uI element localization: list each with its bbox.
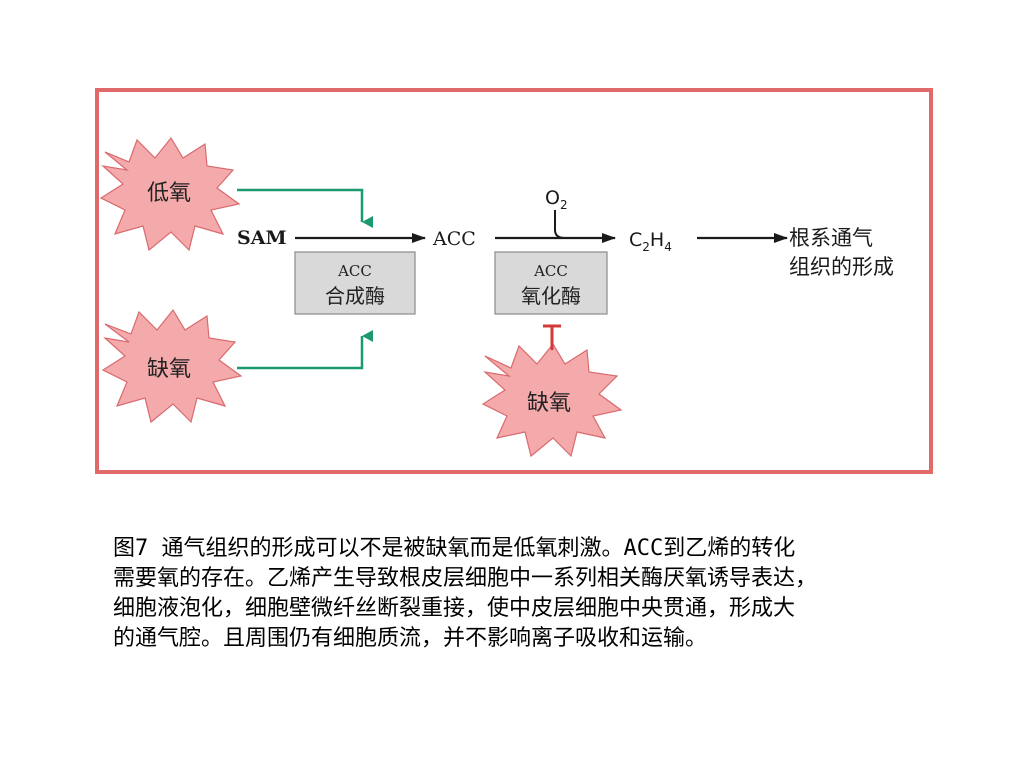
hypoxia-burst-shape: [99, 136, 241, 252]
acc-label: ACC: [432, 228, 476, 250]
anoxia-left-label: 缺氧: [147, 357, 191, 382]
figure-frame: 低氧 缺氧 缺氧 SAM ACC O2 C2H4 根系通气 组织的形成: [95, 88, 933, 474]
anoxia-promote-arrow: [237, 330, 373, 370]
anoxia-right-label: 缺氧: [527, 391, 571, 416]
anoxia-burst-left: 缺氧: [101, 308, 243, 424]
sam-label: SAM: [237, 227, 287, 249]
figure-caption: 图7 通气组织的形成可以不是被缺氧而是低氧刺激。ACC到乙烯的转化 需要氧的存在…: [113, 536, 818, 651]
result-line1: 根系通气: [789, 226, 873, 250]
oxidase-line2: 氧化酶: [521, 284, 581, 308]
anoxia-burst-left-shape: [101, 308, 243, 424]
ethylene-label: C2H4: [629, 229, 672, 254]
result-line2: 组织的形成: [789, 255, 894, 279]
hypoxia-promote-arrow: [237, 188, 373, 228]
ethylene-pathway-diagram: 低氧 缺氧 缺氧 SAM ACC O2 C2H4 根系通气 组织的形成: [99, 136, 894, 458]
synthase-line1: ACC: [337, 262, 372, 280]
acc-synthase-box: ACC 合成酶: [294, 251, 416, 315]
synthase-line2: 合成酶: [325, 284, 385, 308]
hypoxia-label: 低氧: [147, 181, 191, 206]
o2-label: O2: [545, 187, 568, 212]
o2-input-hook: [554, 210, 566, 239]
inhibition-mark: [543, 324, 561, 350]
acc-oxidase-box: ACC 氧化酶: [494, 251, 608, 315]
anoxia-burst-right: 缺氧: [481, 342, 623, 458]
oxidase-line1: ACC: [533, 262, 568, 280]
hypoxia-burst: 低氧: [99, 136, 241, 252]
